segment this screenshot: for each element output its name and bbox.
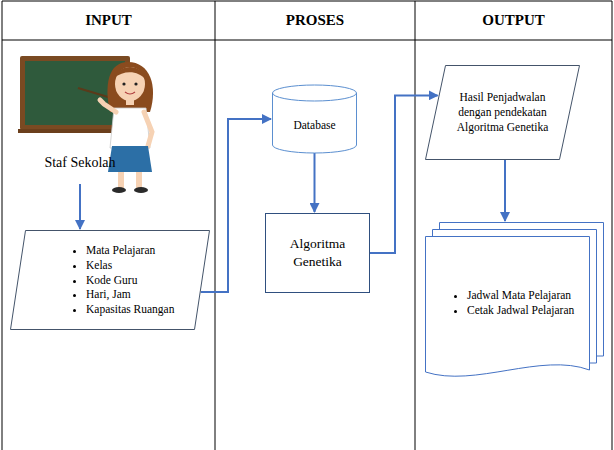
list-item: Kapasitas Ruangan	[86, 302, 200, 317]
column-header: PROSES	[215, 0, 415, 40]
item-list: Mata PelajaranKelasKode GuruHari, JamKap…	[72, 243, 200, 318]
node-text: Database	[276, 118, 353, 133]
input-data: Mata PelajaranKelasKode GuruHari, JamKap…	[10, 230, 210, 330]
database-cylinder: Database	[272, 85, 357, 153]
list-item: Jadwal Mata Pelajaran	[467, 288, 580, 303]
column-header: OUTPUT	[415, 0, 612, 40]
flow-arrow	[370, 95, 438, 253]
list-item: Kode Guru	[86, 273, 200, 288]
flow-arrow	[314, 153, 316, 212]
list-item: Mata Pelajaran	[86, 243, 200, 258]
list-item: Hari, Jam	[86, 287, 200, 302]
output-data: Hasil Penjadwalan dengan pendekatan Algo…	[425, 65, 580, 160]
list-item: Cetak Jadwal Pelajaran	[467, 303, 580, 318]
rect-outline	[265, 213, 370, 293]
flow-arrow	[201, 119, 271, 292]
item-list: Jadwal Mata PelajaranCetak Jadwal Pelaja…	[453, 288, 580, 318]
column-header: INPUT	[2, 0, 215, 40]
flow-arrow	[79, 184, 81, 229]
flow-arrow	[504, 160, 506, 221]
teacher-illustration	[18, 56, 153, 193]
node-text: Staf Sekolah	[44, 154, 116, 172]
actor-label: Staf Sekolah	[44, 146, 116, 180]
node-text: Algoritma Genetika	[273, 235, 362, 270]
process-box: Algoritma Genetika	[265, 213, 370, 293]
document-stack: Jadwal Mata PelajaranCetak Jadwal Pelaja…	[425, 236, 590, 384]
list-item: Kelas	[86, 258, 200, 273]
node-text: Hasil Penjadwalan dengan pendekatan Algo…	[447, 90, 558, 135]
